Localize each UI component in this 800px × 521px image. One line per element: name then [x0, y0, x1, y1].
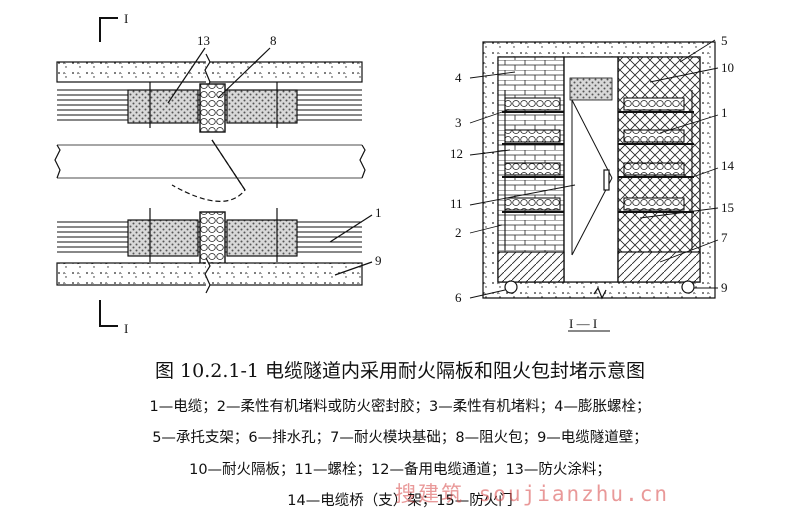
- label-13: 13: [197, 33, 210, 48]
- label-1-left: 1: [375, 205, 382, 220]
- label-section-top: I: [124, 11, 128, 26]
- label-3: 3: [455, 115, 462, 130]
- tunnel-diagram: I I 13 8 1 9 5 10 1 14 15 7 9 4 3 12 11 …: [54, 11, 735, 336]
- label-7: 7: [721, 230, 728, 245]
- label-6: 6: [455, 290, 462, 305]
- label-8: 8: [270, 33, 277, 48]
- label-9-left: 9: [375, 253, 382, 268]
- label-12: 12: [450, 146, 463, 161]
- label-5: 5: [721, 33, 728, 48]
- section-view: [469, 39, 719, 300]
- label-15: 15: [721, 200, 734, 215]
- watermark: 搜建筑 soujianzhu.cn: [395, 482, 670, 506]
- label-2: 2: [455, 225, 462, 240]
- label-1-right: 1: [721, 105, 728, 120]
- label-14: 14: [721, 158, 735, 173]
- figure-title: 图 10.2.1-1 电缆隧道内采用耐火隔板和阻火包封堵示意图: [154, 360, 646, 382]
- label-9-right: 9: [721, 280, 728, 295]
- legend-line-1: 1—电缆；2—柔性有机堵料或防火密封胶；3—柔性有机堵料；4—膨胀螺栓；: [149, 399, 651, 415]
- plan-view: [54, 17, 373, 327]
- label-11: 11: [450, 196, 463, 211]
- label-section-bottom: I: [124, 321, 128, 336]
- legend-line-4: 14—电缆桥（支）架；15—防火门: [287, 493, 513, 509]
- label-4: 4: [455, 70, 462, 85]
- label-section-title: I — I: [569, 316, 597, 331]
- label-10: 10: [721, 60, 734, 75]
- legend-line-2: 5—承托支架；6—排水孔；7—耐火模块基础；8—阻火包；9—电缆隧道壁；: [152, 430, 648, 446]
- legend-line-3: 10—耐火隔板；11—螺栓；12—备用电缆通道；13—防火涂料；: [189, 462, 611, 478]
